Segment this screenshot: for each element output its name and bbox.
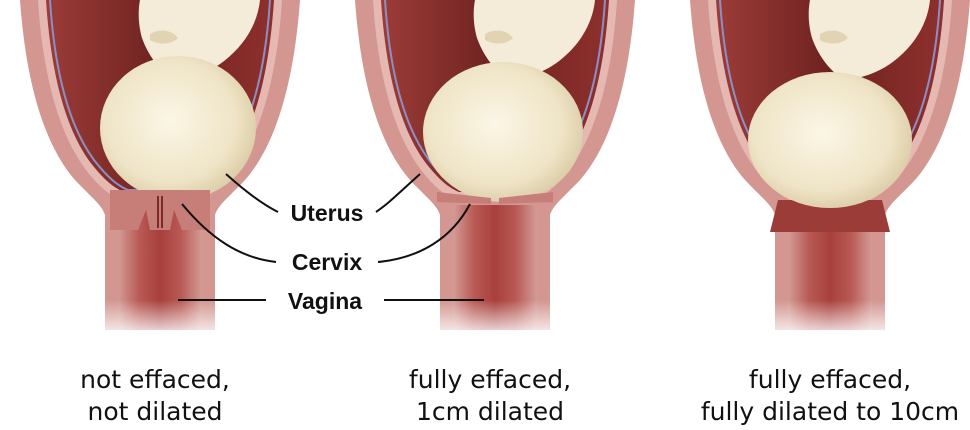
stage-caption-not-effaced: not effaced, not dilated [5, 364, 305, 428]
uterus-leader-left [226, 174, 278, 212]
stage-caption-effaced-1cm: fully effaced, 1cm dilated [340, 364, 640, 428]
cervix-label: Cervix [292, 249, 363, 275]
panel-effaced-1cm [355, 0, 635, 340]
caption-line-2: not dilated [5, 396, 305, 428]
caption-line-2: fully dilated to 10cm [680, 396, 970, 428]
panel-not-effaced [20, 0, 300, 340]
caption-line-1: not effaced, [5, 364, 305, 396]
fetal-head [748, 72, 912, 208]
fetal-head [423, 62, 583, 202]
cervix-shape [110, 190, 210, 230]
uterus-leader-right [376, 174, 420, 212]
panel-fully-dilated [690, 0, 970, 340]
stage-caption-fully-dilated: fully effaced, fully dilated to 10cm [680, 364, 970, 428]
caption-line-2: 1cm dilated [340, 396, 640, 428]
vagina-label: Vagina [288, 288, 362, 314]
caption-line-1: fully effaced, [680, 364, 970, 396]
uterus-label: Uterus [291, 200, 364, 226]
fetal-head [100, 56, 256, 200]
caption-line-1: fully effaced, [340, 364, 640, 396]
